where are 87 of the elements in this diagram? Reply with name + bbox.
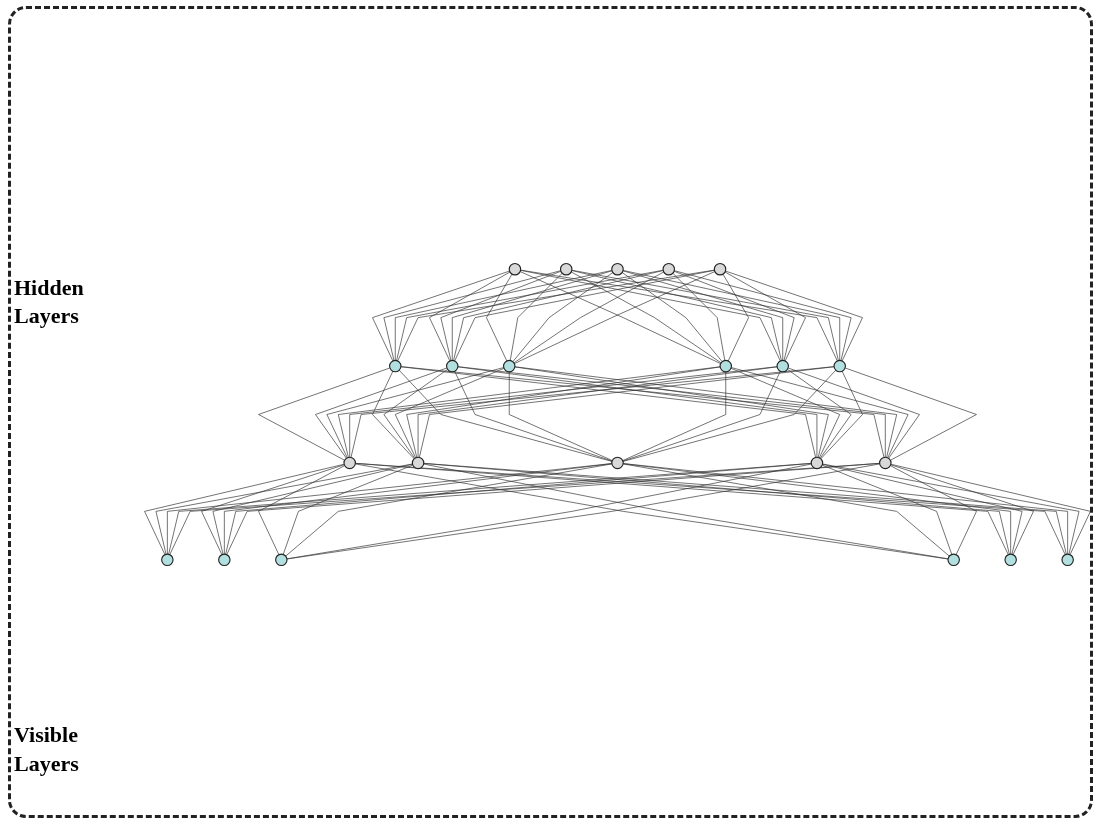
node-circle: [275, 553, 288, 567]
node-circle: [389, 359, 402, 373]
connector: [453, 270, 664, 361]
connector: [394, 270, 613, 361]
connector: [822, 463, 1023, 555]
connector: [372, 270, 510, 362]
node-circle: [559, 262, 573, 276]
connector: [440, 270, 562, 361]
connector: [520, 269, 781, 362]
connector: [822, 463, 1080, 555]
node-circle: [879, 456, 892, 470]
connector: [571, 270, 782, 361]
connector: [508, 371, 613, 461]
connector: [673, 270, 852, 361]
connector: [429, 271, 511, 362]
connector: [258, 367, 391, 461]
connector: [486, 273, 513, 362]
connector: [398, 369, 613, 462]
connector: [454, 269, 715, 362]
connector: [337, 366, 721, 458]
connector: [155, 463, 413, 555]
connector: [514, 366, 829, 458]
connector: [144, 463, 345, 555]
connector: [821, 464, 953, 555]
connector: [383, 270, 562, 361]
node-circle: [611, 456, 624, 470]
connector: [212, 463, 413, 555]
connector: [890, 464, 1034, 555]
connector: [394, 367, 505, 459]
connector: [509, 272, 563, 361]
node-circle: [411, 456, 425, 470]
node-circle: [611, 262, 624, 276]
connector: [844, 367, 977, 461]
connector: [326, 367, 505, 459]
connector: [724, 271, 806, 362]
connector: [372, 370, 415, 460]
connector: [622, 270, 784, 361]
connector: [622, 463, 950, 557]
connector: [285, 463, 613, 557]
connector: [454, 370, 613, 462]
node-circle: [776, 359, 789, 373]
connector: [725, 270, 863, 362]
connector: [258, 465, 345, 555]
connector: [730, 367, 909, 459]
node-circle: [833, 359, 846, 373]
node-circle: [1004, 553, 1017, 567]
connector: [282, 464, 414, 555]
node-circle: [662, 262, 676, 276]
connector: [520, 269, 838, 362]
connector: [571, 269, 839, 361]
connector: [672, 272, 726, 361]
connector: [201, 464, 345, 555]
node-circle: [947, 553, 960, 567]
connector: [730, 367, 841, 459]
connector: [513, 271, 665, 364]
node-circle: [161, 553, 174, 567]
layer-label: Hidden Layers: [14, 273, 85, 331]
connector: [787, 369, 852, 459]
connector: [406, 366, 721, 458]
node-circle: [446, 359, 459, 373]
connector: [396, 269, 664, 361]
connector: [622, 270, 841, 361]
node-circle: [218, 553, 231, 567]
connector: [622, 369, 837, 462]
node-circle: [719, 359, 733, 373]
connector: [890, 463, 1091, 555]
connector: [621, 272, 723, 362]
layer-label: Visible Layers: [14, 721, 80, 778]
connector: [622, 371, 727, 461]
connector: [722, 273, 749, 362]
connector: [315, 367, 448, 459]
node-circle: [502, 359, 516, 373]
connector: [890, 465, 977, 555]
connector: [512, 272, 614, 362]
node-circle: [713, 262, 727, 276]
node-circle: [810, 456, 824, 470]
node-circle: [343, 456, 356, 470]
connector: [514, 366, 898, 458]
node-circle: [1061, 553, 1074, 567]
connector: [451, 270, 613, 361]
connector: [787, 367, 920, 459]
node-circle: [508, 262, 522, 276]
connector: [397, 269, 715, 362]
connector: [820, 370, 863, 460]
connector: [383, 369, 448, 459]
connector: [673, 270, 795, 361]
connector: [570, 271, 722, 364]
